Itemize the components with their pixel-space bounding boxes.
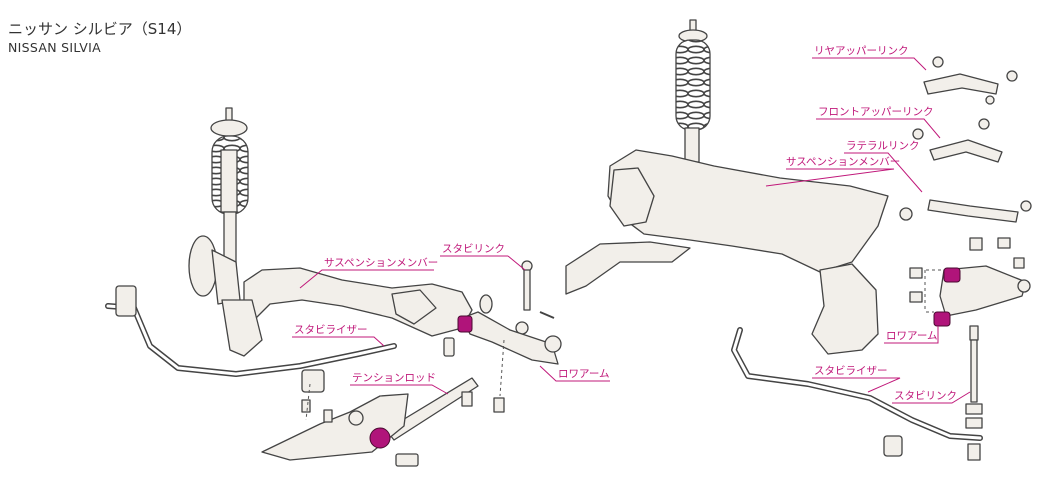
rear-upper-link-bolt bbox=[932, 56, 944, 68]
rear-front-upper-link-bolt bbox=[978, 118, 990, 130]
rear-knuckle bbox=[609, 167, 655, 227]
rear-lateral-link-bolt bbox=[1020, 200, 1032, 212]
label-rear-upper-link: リヤアッパーリンク bbox=[814, 45, 909, 57]
front-guide-line bbox=[499, 339, 505, 397]
rear-member-arm-left bbox=[565, 241, 691, 295]
rear-suspension-member bbox=[607, 149, 889, 273]
front-lower-arm-balljoint bbox=[544, 335, 562, 353]
front-member-leg bbox=[221, 299, 263, 357]
leader-rear-front-upper-link bbox=[816, 118, 941, 139]
leader-rear-lateral-link bbox=[844, 152, 923, 193]
rear-washer bbox=[997, 237, 1011, 249]
front-damper-top bbox=[220, 149, 238, 213]
rear-lateral-link bbox=[927, 199, 1019, 223]
front-stabilizer-bushing-lower bbox=[301, 369, 325, 393]
rear-lower-arm-bushing-highlight-upper bbox=[943, 267, 961, 283]
front-lower-arm-bushing-highlight bbox=[457, 315, 473, 333]
rear-coil-spring bbox=[675, 39, 711, 131]
leader-front-lower-arm bbox=[539, 365, 610, 382]
front-strut-assembly bbox=[188, 107, 249, 305]
label-rear-front-upper-link: フロントアッパーリンク bbox=[818, 106, 934, 118]
leader-front-tension-rod bbox=[350, 384, 449, 395]
label-front-tension-rod: テンションロッド bbox=[352, 372, 436, 384]
rear-upper-link bbox=[923, 73, 999, 95]
front-hub bbox=[188, 235, 218, 297]
rear-washer bbox=[1013, 257, 1025, 269]
rear-upper-link-bolt bbox=[1006, 70, 1018, 82]
rear-stabilizer-bushing bbox=[883, 435, 903, 457]
label-front-suspension-member: サスペンションメンバー bbox=[324, 257, 439, 269]
rear-lower-arm-bushing-highlight-lower bbox=[933, 311, 951, 327]
front-stabilizer-bar-core bbox=[106, 304, 396, 376]
rear-strut-assembly bbox=[675, 19, 711, 163]
page-subtitle: NISSAN SILVIA bbox=[8, 40, 101, 55]
rear-washer bbox=[969, 237, 983, 251]
rear-lower-arm-balljoint bbox=[1017, 279, 1031, 293]
front-strut-mount bbox=[210, 119, 248, 137]
label-front-stabilizer-link: スタビリンク bbox=[442, 243, 505, 255]
front-bracket-bolt bbox=[301, 399, 311, 413]
rear-upper-link-bolt bbox=[985, 95, 995, 105]
front-tension-rod-bolt bbox=[395, 453, 419, 467]
front-washer-stack bbox=[493, 397, 505, 413]
leader-rear-lower-arm bbox=[884, 326, 939, 344]
rear-lower-arm bbox=[939, 265, 1027, 317]
front-bracket-bolt bbox=[323, 409, 333, 423]
label-rear-suspension-member: サスペンションメンバー bbox=[786, 156, 901, 168]
label-rear-stabilizer-link: スタビリンク bbox=[894, 390, 957, 402]
front-member-bracket bbox=[391, 289, 437, 325]
front-tension-rod-bracket bbox=[261, 393, 409, 461]
front-lower-arm-bolt bbox=[443, 337, 455, 357]
label-rear-lower-arm: ロワアーム bbox=[886, 330, 938, 342]
front-washer-stack bbox=[461, 391, 473, 407]
front-tension-rod-bushing-highlight bbox=[369, 427, 391, 449]
front-tension-rod-nut bbox=[348, 410, 364, 426]
rear-front-upper-link-bolt bbox=[912, 128, 924, 140]
label-rear-lateral-link: ラテラルリンク bbox=[846, 140, 920, 152]
front-guide-line bbox=[305, 383, 311, 421]
leader-rear-stabilizer-link bbox=[892, 391, 971, 404]
page-title: ニッサン シルビア（S14） bbox=[8, 20, 192, 38]
rear-lower-arm-bolt bbox=[909, 267, 923, 279]
front-stabilizer-bushing bbox=[115, 285, 137, 317]
front-bolt bbox=[539, 311, 555, 319]
front-lower-arm bbox=[461, 311, 559, 365]
leader-rear-stabilizer bbox=[812, 377, 901, 393]
leader-front-suspension-member bbox=[299, 269, 434, 289]
leader-front-stabilizer-link-b bbox=[507, 255, 526, 271]
rear-lower-arm-bolt bbox=[909, 291, 923, 303]
leader-rear-suspension-member bbox=[765, 168, 895, 187]
rear-stabilizer-bar-core bbox=[732, 328, 982, 440]
rear-member-leg bbox=[811, 263, 879, 355]
label-rear-stabilizer: スタビライザー bbox=[814, 365, 888, 377]
rear-front-upper-link bbox=[929, 139, 1003, 163]
leader-front-stabilizer bbox=[292, 336, 385, 347]
rear-lateral-link-bolt bbox=[899, 207, 913, 221]
leader-rear-upper-link bbox=[812, 57, 927, 71]
front-lower-arm-washer bbox=[479, 294, 493, 314]
rear-stabilizer-link bbox=[965, 325, 983, 461]
label-front-lower-arm: ロワアーム bbox=[558, 368, 610, 380]
label-front-stabilizer: スタビライザー bbox=[294, 324, 368, 336]
rear-damper-body bbox=[684, 127, 700, 163]
